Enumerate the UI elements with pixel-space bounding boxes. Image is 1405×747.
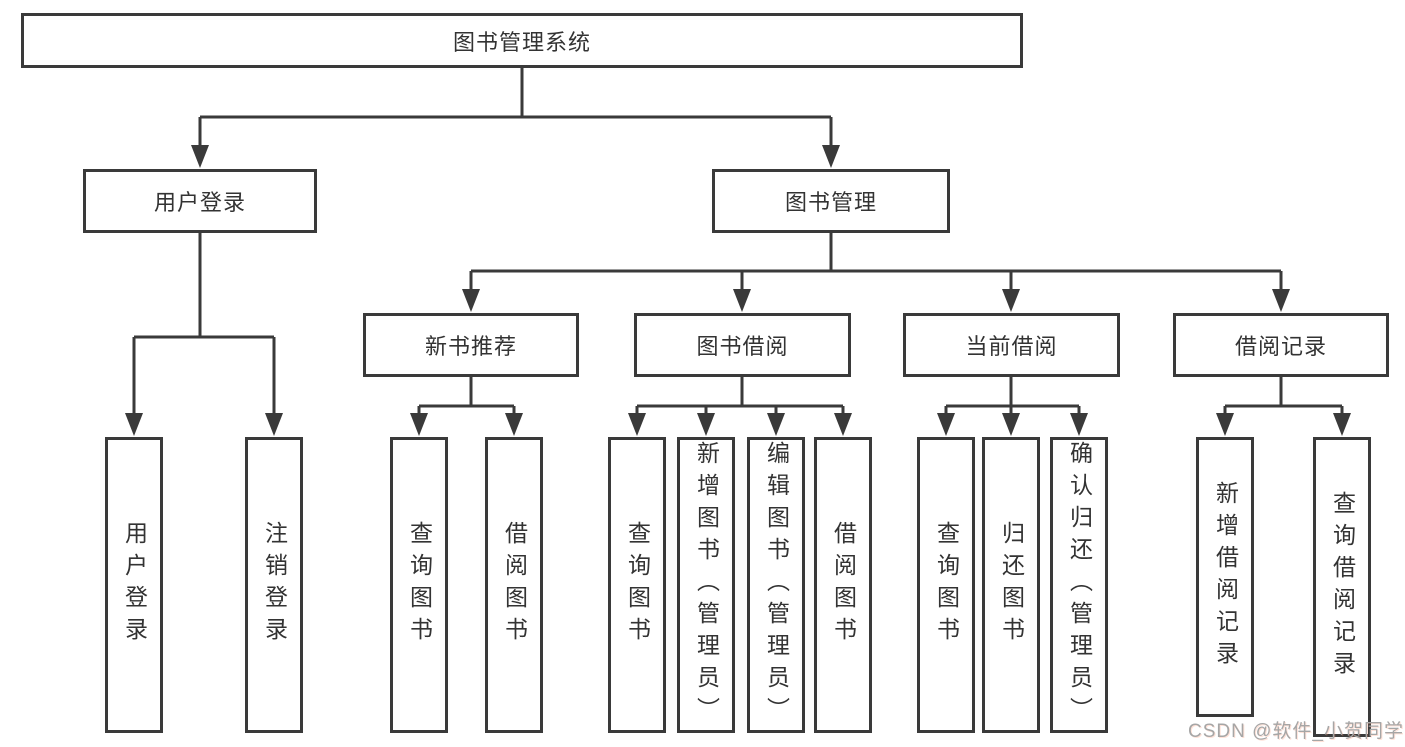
edge-book-mgmt-to-level3 [469, 233, 1283, 292]
leaf-rec-borrow-book-label: 借阅图书 [501, 521, 528, 649]
node-borrow-records: 借阅记录 [1173, 313, 1389, 377]
node-current-borrow: 当前借阅 [903, 313, 1120, 377]
leaf-br-add-record-label: 新增借阅记录 [1212, 481, 1239, 673]
node-book-borrow: 图书借阅 [634, 313, 851, 377]
leaf-user-login: 用户登录 [105, 437, 163, 733]
leaf-br-query-record: 查询借阅记录 [1313, 437, 1371, 737]
edge-current-borrow-to-leaves [944, 377, 1081, 418]
leaf-bb-query-book-label: 查询图书 [624, 521, 651, 649]
leaf-cb-confirm-return: 确认归还（管理员） [1050, 437, 1108, 733]
edge-user-login-to-leaves [132, 233, 276, 418]
leaf-logout: 注销登录 [245, 437, 303, 733]
leaf-bb-add-book-label: 新增图书（管理员） [693, 441, 720, 729]
leaf-br-add-record: 新增借阅记录 [1196, 437, 1254, 717]
node-book-mgmt-label: 图书管理 [784, 190, 877, 215]
node-borrow-records-label: 借阅记录 [1234, 334, 1327, 359]
leaf-cb-query-book: 查询图书 [917, 437, 975, 733]
leaf-logout-label: 注销登录 [261, 521, 288, 649]
node-user-login-label: 用户登录 [153, 190, 246, 215]
node-root-label: 图书管理系统 [452, 29, 591, 55]
leaf-bb-query-book: 查询图书 [608, 437, 666, 733]
leaf-bb-borrow-book-label: 借阅图书 [830, 521, 857, 649]
node-new-book-rec: 新书推荐 [363, 313, 579, 377]
leaf-cb-return-book: 归还图书 [982, 437, 1040, 733]
leaf-cb-return-book-label: 归还图书 [998, 521, 1025, 649]
leaf-bb-add-book: 新增图书（管理员） [677, 437, 735, 733]
edge-new-book-rec-to-leaves [417, 377, 516, 418]
edge-root-to-level2 [198, 68, 833, 150]
leaf-bb-edit-book-label: 编辑图书（管理员） [763, 441, 790, 729]
edge-borrow-records-to-leaves [1223, 377, 1344, 418]
edge-book-borrow-to-leaves [635, 377, 845, 418]
csdn-watermark: CSDN @软件_小贺同学 [1188, 721, 1404, 742]
leaf-cb-confirm-return-label: 确认归还（管理员） [1066, 441, 1093, 729]
leaf-rec-query-book-label: 查询图书 [406, 521, 433, 649]
node-user-login: 用户登录 [83, 169, 317, 233]
node-book-mgmt: 图书管理 [712, 169, 950, 233]
node-root: 图书管理系统 [21, 13, 1023, 68]
leaf-bb-edit-book: 编辑图书（管理员） [747, 437, 805, 733]
leaf-rec-borrow-book: 借阅图书 [485, 437, 543, 733]
leaf-user-login-label: 用户登录 [121, 521, 148, 649]
leaf-rec-query-book: 查询图书 [390, 437, 448, 733]
leaf-bb-borrow-book: 借阅图书 [814, 437, 872, 733]
node-current-borrow-label: 当前借阅 [965, 334, 1058, 359]
leaf-cb-query-book-label: 查询图书 [933, 521, 960, 649]
leaf-br-query-record-label: 查询借阅记录 [1329, 491, 1356, 683]
node-new-book-rec-label: 新书推荐 [424, 334, 517, 359]
node-book-borrow-label: 图书借阅 [696, 334, 789, 359]
